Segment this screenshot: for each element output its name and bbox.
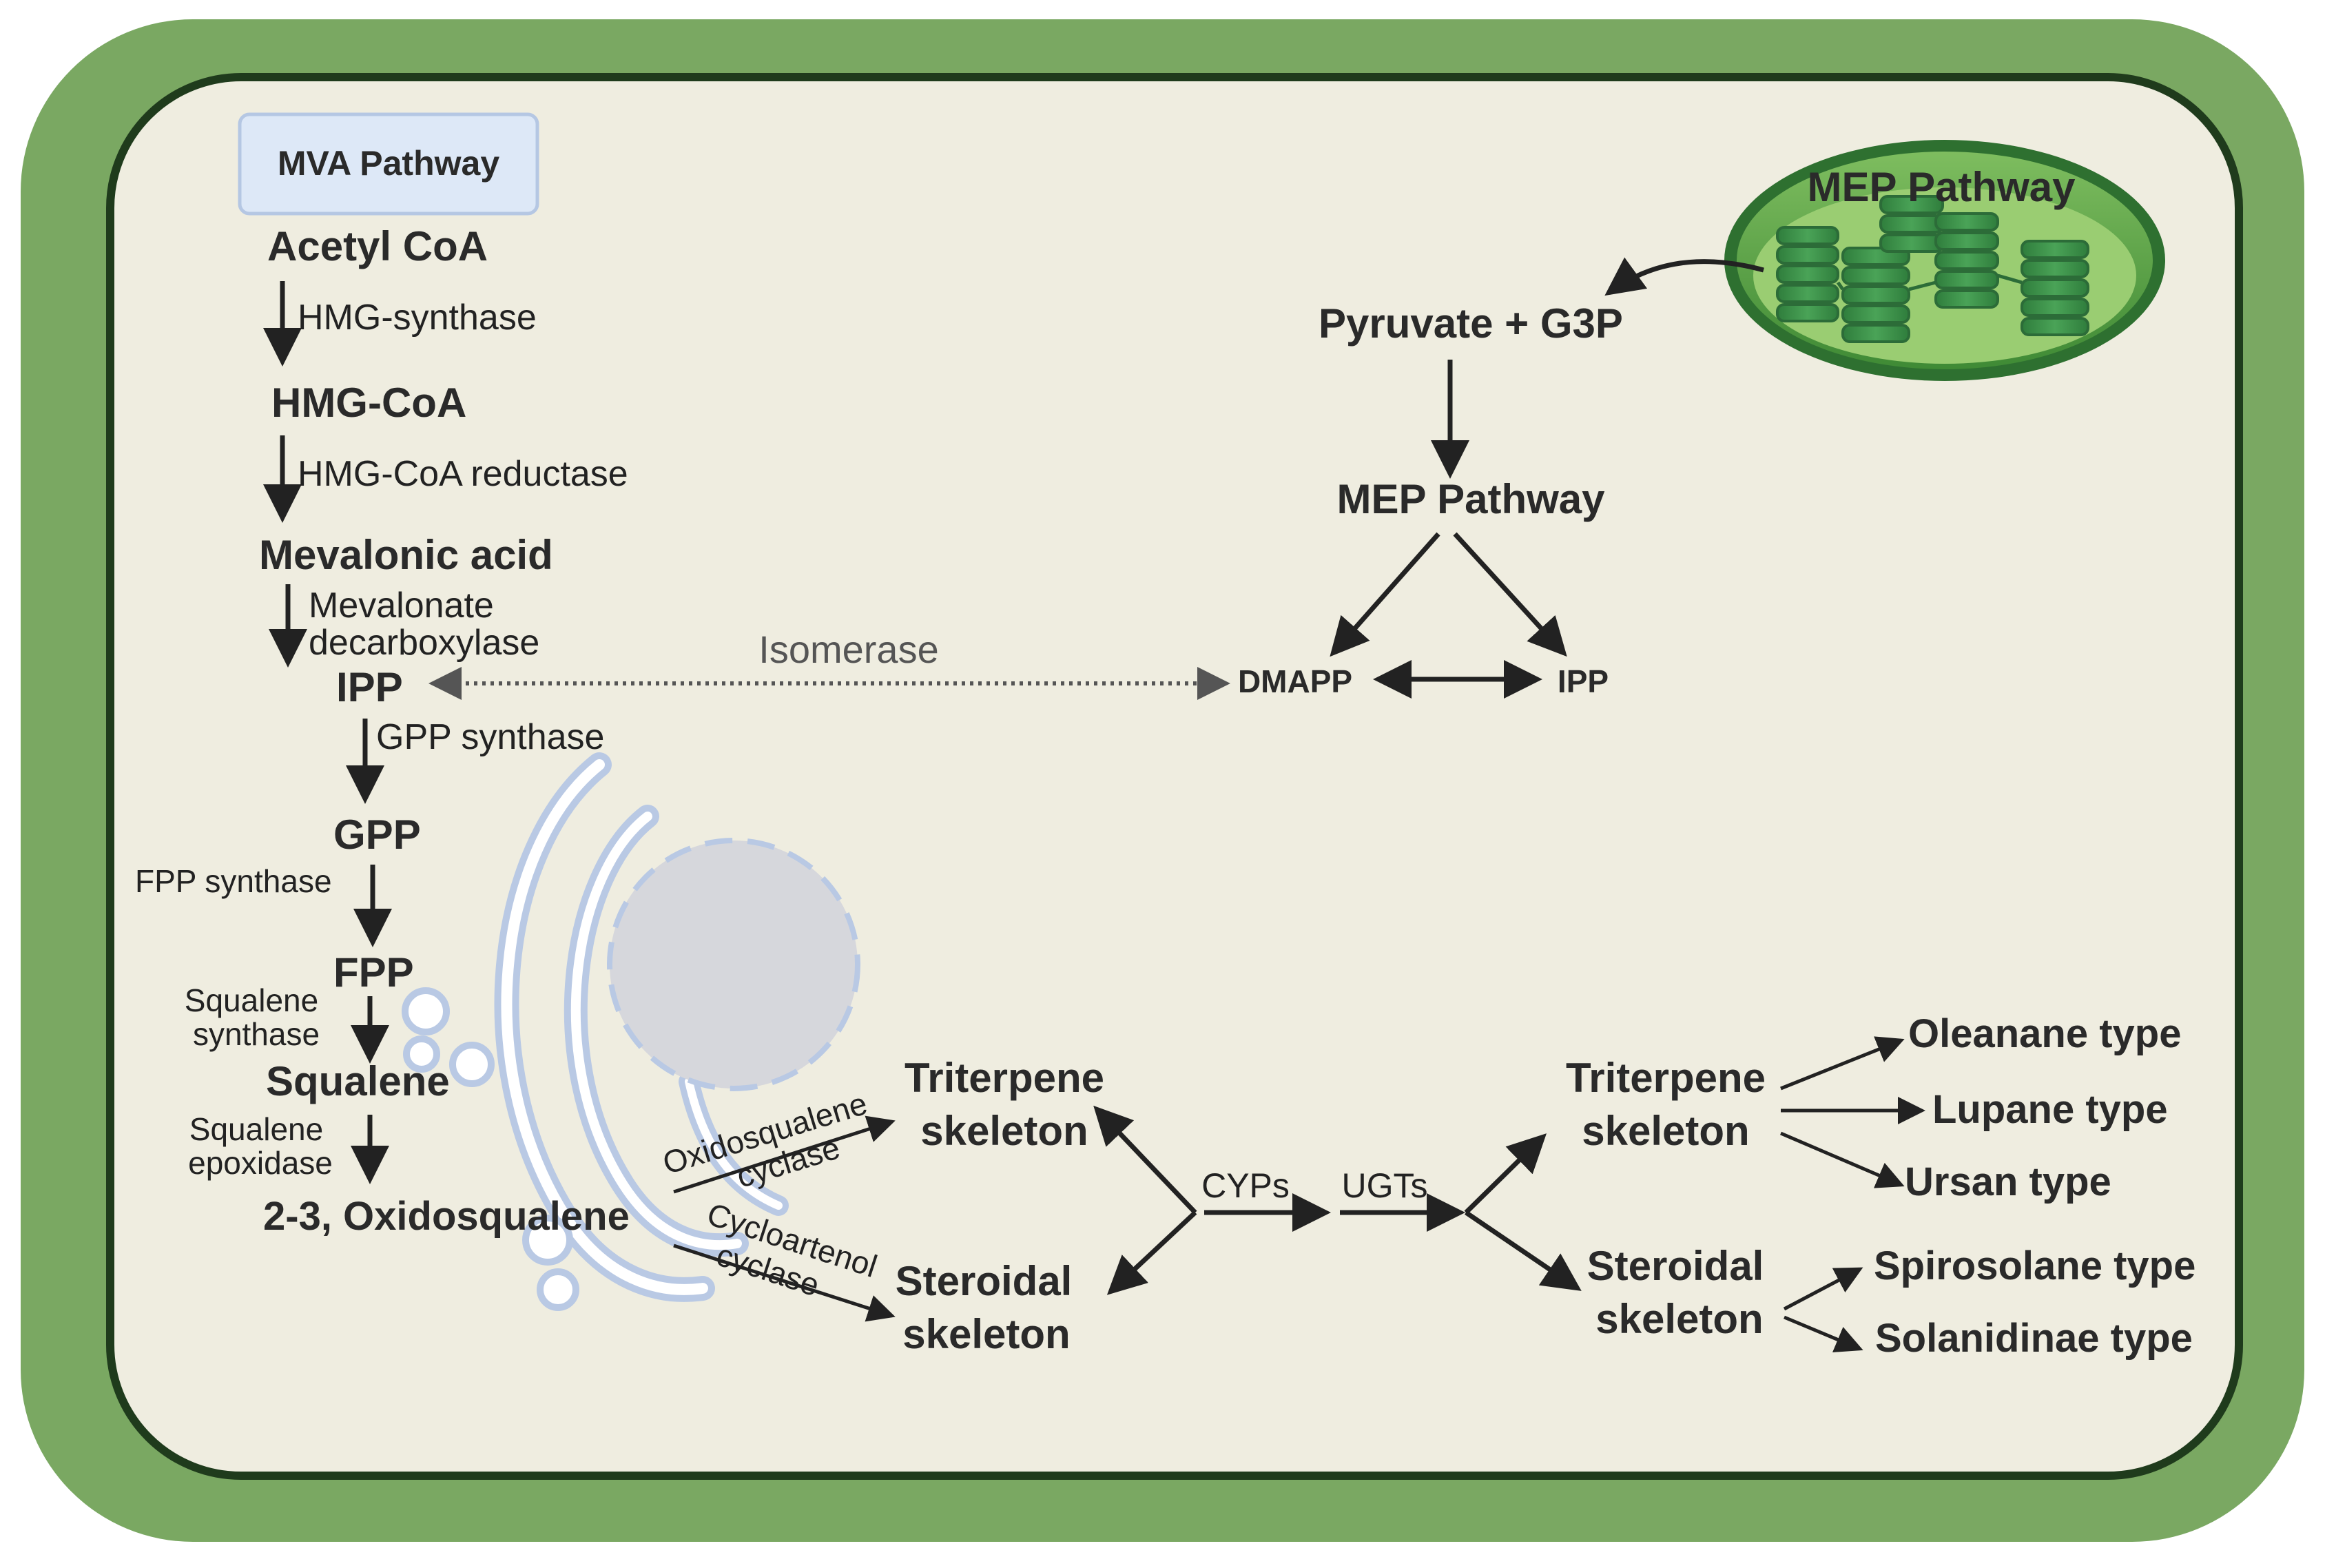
- product-lupane-type: Lupane type: [1932, 1087, 2168, 1132]
- enzyme-fpp-synthase: FPP synthase: [135, 863, 332, 899]
- triterpene-skeleton-left-line1: Triterpene: [905, 1055, 1104, 1101]
- enzyme-ugts: UGTs: [1342, 1166, 1428, 1205]
- mep-pathway-label: MEP Pathway: [1336, 476, 1605, 522]
- enzyme-hmg-coa-reductase: HMG-CoA reductase: [298, 454, 628, 494]
- triterpene-skeleton-left-line2: skeleton: [920, 1108, 1088, 1154]
- arrows: [263, 257, 1925, 1352]
- product-solanidinae-type: Solanidinae type: [1875, 1316, 2193, 1361]
- arrow-oleanane: [1780, 1036, 1905, 1091]
- metabolite-dmapp: DMAPP: [1238, 663, 1352, 699]
- arrow-ursan: [1780, 1131, 1905, 1188]
- product-oleanane-type: Oleanane type: [1908, 1011, 2181, 1056]
- arrow-hub-steroidal-right: [1465, 1210, 1582, 1291]
- arrow-hub-steroidal: [1106, 1210, 1197, 1295]
- metabolite-acetyl-coa: Acetyl CoA: [267, 223, 488, 269]
- chloroplast-label: MEP Pathway: [1807, 164, 2076, 210]
- triterpene-skeleton-right-line2: skeleton: [1582, 1108, 1749, 1154]
- metabolite-gpp: GPP: [333, 812, 421, 858]
- enzyme-gpp-synthase: GPP synthase: [376, 717, 604, 757]
- arrow-chloroplast-pyruvate: [1604, 257, 1764, 296]
- metabolite-squalene: Squalene: [266, 1058, 450, 1104]
- steroidal-skeleton-right-line1: Steroidal: [1587, 1243, 1764, 1289]
- product-spirosolane-type: Spirosolane type: [1874, 1244, 2195, 1288]
- metabolite-pyruvate-g3p: Pyruvate + G3P: [1319, 300, 1623, 347]
- metabolite-mevalonic-acid: Mevalonic acid: [259, 532, 553, 578]
- enzyme-isomerase: Isomerase: [758, 628, 938, 671]
- arrow-hub-triterpene-right: [1464, 1133, 1547, 1215]
- enzyme-squalene-synthase-line2: synthase: [193, 1016, 320, 1052]
- steroidal-skeleton-left-line1: Steroidal: [896, 1258, 1073, 1304]
- arrow-mep-ipp: [1453, 532, 1567, 657]
- arrow-mep-dmapp: [1330, 532, 1440, 657]
- enzyme-mevalonate-decarboxylase-line2: decarboxylase: [309, 623, 539, 663]
- enzyme-hmg-synthase: HMG-synthase: [298, 298, 537, 338]
- mva-title: MVA Pathway: [278, 144, 499, 183]
- metabolite-fpp: FPP: [333, 949, 414, 996]
- endoplasmic-reticulum-icon: [494, 752, 789, 1302]
- mva-label-box: [238, 112, 539, 216]
- metabolite-oxidosqualene: 2-3, Oxidosqualene: [263, 1194, 630, 1239]
- enzyme-squalene-epoxidase-line2: epoxidase: [188, 1145, 333, 1181]
- triterpene-skeleton-right-line1: Triterpene: [1566, 1055, 1766, 1101]
- steroidal-skeleton-left-line2: skeleton: [902, 1311, 1070, 1357]
- enzyme-cyps: CYPs: [1201, 1166, 1290, 1205]
- cytoplasm: [106, 73, 2243, 1480]
- metabolite-ipp-mep: IPP: [1558, 663, 1609, 699]
- arrow-oxidosqualene-steroidal: [673, 1244, 896, 1322]
- nucleus: [607, 838, 860, 1091]
- steroidal-skeleton-right-line2: skeleton: [1595, 1296, 1763, 1342]
- arrow-hub-triterpene: [1093, 1105, 1197, 1215]
- metabolite-hmg-coa: HMG-CoA: [271, 380, 466, 426]
- chloroplast-icon: [1724, 140, 2165, 381]
- vesicles: [402, 987, 579, 1311]
- enzyme-squalene-synthase-line1: Squalene: [185, 982, 318, 1018]
- metabolite-ipp-mva: IPP: [336, 664, 403, 710]
- product-ursan-type: Ursan type: [1905, 1159, 2111, 1204]
- arrow-solanidinae: [1784, 1315, 1863, 1352]
- enzyme-squalene-epoxidase-line1: Squalene: [189, 1111, 323, 1147]
- enzyme-mevalonate-decarboxylase-line1: Mevalonate: [309, 586, 494, 626]
- arrow-spirosolane: [1783, 1267, 1863, 1311]
- arrow-oxidosqualene-triterpene: [673, 1115, 896, 1194]
